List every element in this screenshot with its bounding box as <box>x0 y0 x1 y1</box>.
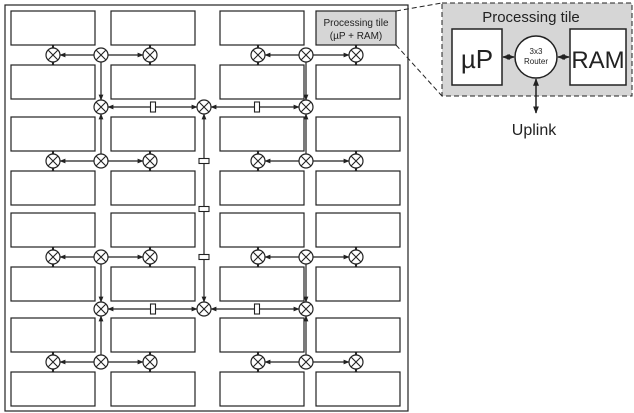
router-node <box>298 301 314 317</box>
router-node <box>348 47 364 63</box>
router-node <box>298 249 314 265</box>
tile <box>219 170 305 206</box>
link-buffer <box>149 303 157 315</box>
memory-block <box>569 28 627 86</box>
zoom-line-top <box>395 2 443 12</box>
tile <box>110 317 196 353</box>
router-node <box>45 153 61 169</box>
tile-callout-line2: (µP + RAM) <box>330 31 383 42</box>
tile <box>10 266 96 302</box>
tile <box>10 116 96 152</box>
router-node <box>93 153 109 169</box>
tile <box>315 317 401 353</box>
tile <box>110 170 196 206</box>
tile <box>219 212 305 248</box>
router-node <box>196 301 212 317</box>
router-node <box>298 47 314 63</box>
router-node <box>348 249 364 265</box>
tile <box>315 371 401 407</box>
tile <box>315 116 401 152</box>
router-node <box>93 301 109 317</box>
router-node <box>348 354 364 370</box>
link-buffer <box>253 101 261 113</box>
tile <box>219 116 305 152</box>
chip-outline <box>4 4 409 412</box>
tile <box>315 266 401 302</box>
link-buffer <box>149 101 157 113</box>
tile <box>10 371 96 407</box>
router-node <box>514 35 558 79</box>
router-node <box>93 249 109 265</box>
router-node <box>93 99 109 115</box>
router-node <box>250 354 266 370</box>
tile <box>219 266 305 302</box>
router-node <box>250 153 266 169</box>
uplink-label: Uplink <box>512 122 557 139</box>
inset-title: Processing tile <box>482 9 580 26</box>
tile <box>10 170 96 206</box>
tile <box>10 212 96 248</box>
tile-callout-line1: Processing tile <box>323 18 388 29</box>
tile <box>110 212 196 248</box>
router-node <box>250 47 266 63</box>
router-label-line1: 3x3 <box>530 47 543 56</box>
router-node <box>45 354 61 370</box>
processor-label: µP <box>461 44 493 74</box>
tile <box>110 371 196 407</box>
router-node <box>45 47 61 63</box>
router-node <box>250 249 266 265</box>
zoom-line-bottom <box>395 44 443 97</box>
highlighted-tile <box>315 10 397 46</box>
tile <box>10 64 96 100</box>
router-node <box>142 249 158 265</box>
tile <box>10 317 96 353</box>
tile <box>219 317 305 353</box>
processor-block <box>451 28 503 86</box>
tile <box>315 64 401 100</box>
tile <box>219 64 305 100</box>
link-buffer <box>253 303 261 315</box>
link-buffer <box>198 157 210 165</box>
router-node <box>298 354 314 370</box>
tile <box>110 10 196 46</box>
router-label-line2: Router <box>524 57 548 66</box>
routers <box>45 47 364 370</box>
tile <box>110 116 196 152</box>
router-node <box>93 354 109 370</box>
tile <box>219 10 305 46</box>
tile <box>10 10 96 46</box>
processing-tiles <box>10 10 401 407</box>
memory-label: RAM <box>571 47 624 74</box>
router-node <box>196 99 212 115</box>
router-node <box>298 99 314 115</box>
router-node <box>298 153 314 169</box>
router-node <box>142 354 158 370</box>
tile <box>219 371 305 407</box>
router-node <box>93 47 109 63</box>
link-buffer <box>198 205 210 213</box>
router-node <box>142 153 158 169</box>
link-buffer <box>198 253 210 261</box>
inset-tile-detail: Processing tile µP 3x3 Router RAM Uplink <box>441 2 633 139</box>
router-node <box>348 153 364 169</box>
tile <box>110 266 196 302</box>
tile <box>110 64 196 100</box>
router-node <box>45 249 61 265</box>
tile <box>315 212 401 248</box>
router-node <box>142 47 158 63</box>
tile <box>315 170 401 206</box>
